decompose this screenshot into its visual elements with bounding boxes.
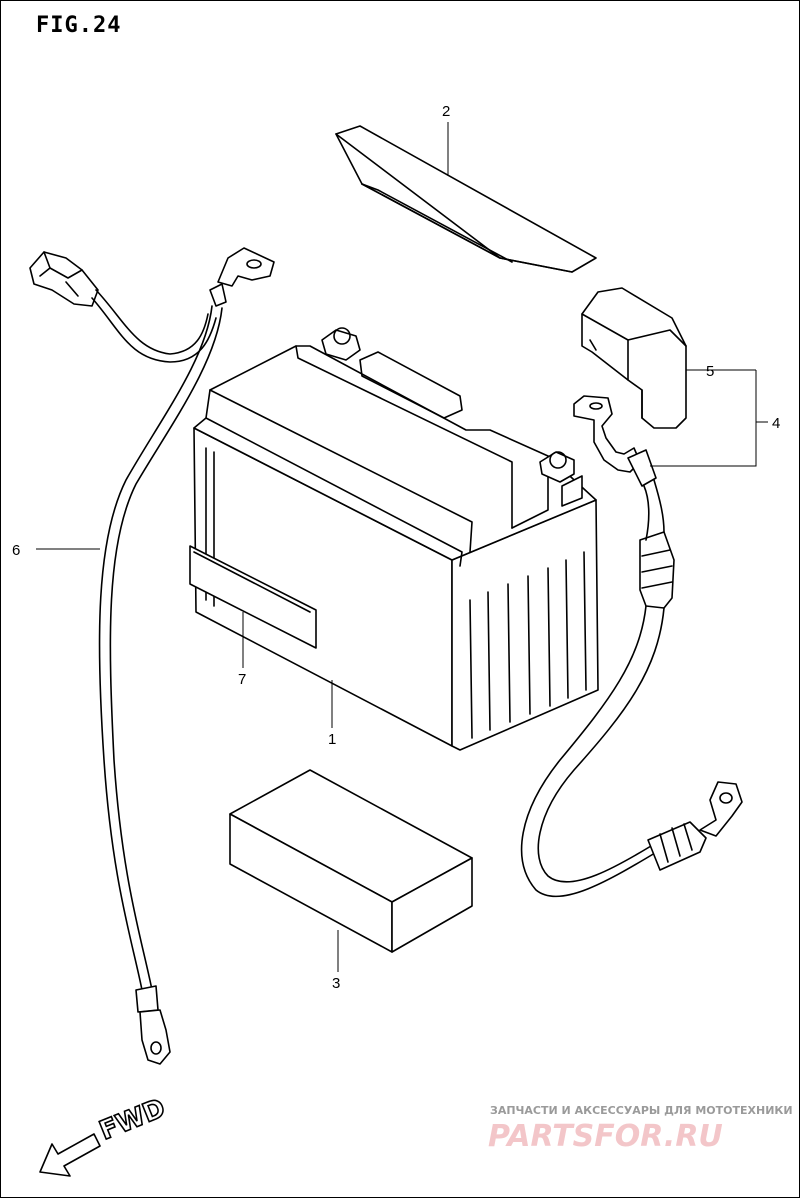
callout-1: 1 <box>328 731 336 748</box>
figure-title: FIG.24 <box>36 13 121 38</box>
part-1-battery <box>193 327 599 751</box>
callout-5: 5 <box>706 363 714 380</box>
part-6-negative-cable <box>29 247 275 1065</box>
part-4-positive-cable <box>520 395 743 898</box>
part-7-battery-label <box>189 545 317 649</box>
part-5-terminal-cap <box>581 287 687 429</box>
watermark-tagline: ЗАПЧАСТИ И АКСЕССУАРЫ ДЛЯ МОТОТЕХНИКИ <box>490 1104 793 1117</box>
callout-labels: 2 5 4 6 7 1 3 <box>12 103 780 992</box>
watermark-brand: PARTSFOR.RU <box>488 1119 723 1154</box>
part-2-cover-plate <box>335 125 597 273</box>
leader-4-bracket <box>650 370 757 467</box>
fwd-indicator: FWD <box>39 1092 170 1177</box>
callout-4: 4 <box>772 415 780 432</box>
callout-2: 2 <box>442 103 450 120</box>
leader-lines <box>36 122 768 972</box>
callout-6: 6 <box>12 542 20 559</box>
part-3-battery-pad <box>229 769 473 953</box>
callout-7: 7 <box>238 671 246 688</box>
watermark: ЗАПЧАСТИ И АКСЕССУАРЫ ДЛЯ МОТОТЕХНИКИ PA… <box>488 1104 793 1154</box>
arrow-left-icon <box>39 1133 101 1177</box>
fwd-label: FWD <box>95 1093 169 1146</box>
callout-3: 3 <box>332 975 340 992</box>
